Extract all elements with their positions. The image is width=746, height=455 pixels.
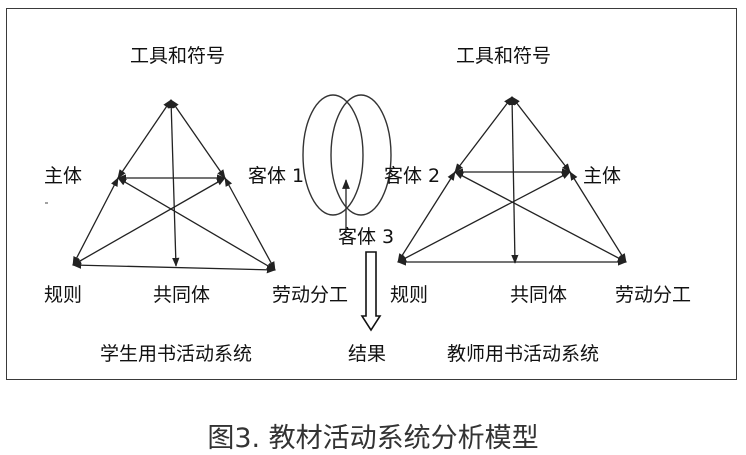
left-tools-label: 工具和符号 <box>130 45 226 67</box>
right-subject-label: 主体 <box>583 165 622 187</box>
right-object-label: 客体 2 <box>384 165 441 187</box>
left-subject-label: 主体 <box>44 165 83 187</box>
right-system-title: 教师用书活动系统 <box>447 343 600 365</box>
right-community-label: 共同体 <box>510 284 568 306</box>
left-object-label: 客体 1 <box>248 165 305 187</box>
edge-tool-object2 <box>454 96 513 173</box>
edge-object-rules <box>72 177 226 266</box>
edge-object-division <box>224 177 276 271</box>
edge-tool-subject2 <box>511 96 571 173</box>
edge-subject2-rules <box>397 171 571 263</box>
edge-tool-subject <box>117 99 172 179</box>
edge-tool-object <box>170 99 226 179</box>
object2-ellipse <box>330 94 392 216</box>
object1-ellipse <box>302 94 364 216</box>
right-activity-triangle <box>397 96 627 266</box>
center-object-ellipses <box>302 94 392 232</box>
right-rules-label: 规则 <box>390 284 429 306</box>
figure-caption: 图3. 教材活动系统分析模型 <box>207 423 539 454</box>
right-division-label: 劳动分工 <box>615 284 692 306</box>
right-tools-label: 工具和符号 <box>456 45 552 67</box>
result-arrow <box>360 251 382 332</box>
edge-subject-division <box>117 177 276 271</box>
edge-rules-division <box>72 261 276 274</box>
left-activity-triangle <box>72 99 276 274</box>
diagram-frame <box>6 8 737 380</box>
left-division-label: 劳动分工 <box>272 284 349 306</box>
edge-tool-community2 <box>508 96 519 264</box>
shared-object-label: 客体 3 <box>338 226 395 248</box>
result-label: 结果 <box>348 343 387 365</box>
edge-tool-community <box>167 99 180 267</box>
left-community-label: 共同体 <box>153 284 211 306</box>
left-rules-label: 规则 <box>44 284 83 306</box>
left-system-title: 学生用书活动系统 <box>100 343 253 365</box>
